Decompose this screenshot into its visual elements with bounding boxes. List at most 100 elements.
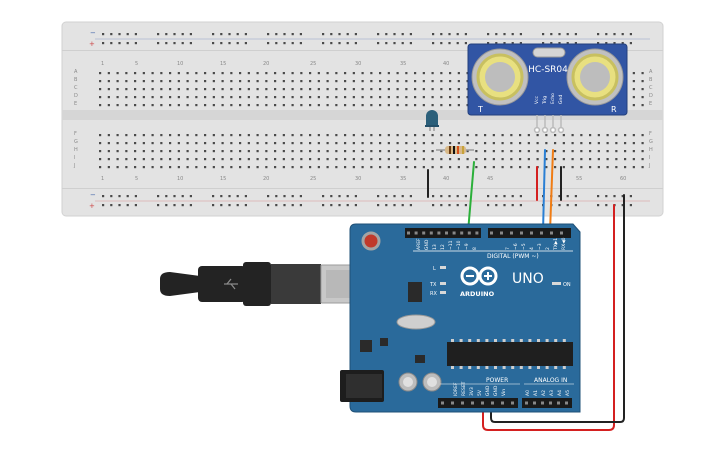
breadboard-hole [247,158,250,161]
breadboard-hole [317,142,320,145]
breadboard-hole [169,166,172,169]
breadboard-hole [361,158,364,161]
breadboard-hole [186,158,189,161]
header-pin [490,231,493,235]
breadboard-hole [256,142,259,145]
breadboard-hole [422,72,425,75]
breadboard-hole [309,150,312,153]
breadboard-hole [134,158,137,161]
breadboard-hole [300,80,303,83]
breadboard-hole [300,166,303,169]
chip-pin [537,366,540,369]
wire-red-power[interactable] [482,204,615,431]
breadboard-hole [484,158,487,161]
breadboard-hole [464,33,467,36]
header-pin-label: 8 [472,247,478,250]
breadboard-hole [615,150,618,153]
reset-button-icon[interactable] [361,231,381,251]
breadboard-hole [169,72,172,75]
breadboard-hole [510,134,513,137]
breadboard-hole [554,150,557,153]
breadboard-hole [247,96,250,99]
breadboard-hole [335,134,338,137]
breadboard-hole [440,134,443,137]
breadboard-hole [107,96,110,99]
breadboard-hole [558,33,561,36]
header-pin [533,401,536,405]
breadboard-hole [519,204,522,207]
breadboard-hole [448,42,451,45]
breadboard-hole [422,134,425,137]
wire-orange[interactable] [549,149,554,233]
breadboard-hole [107,88,110,91]
breadboard-hole [300,150,303,153]
row-letter: A [649,69,653,75]
header-pin [511,401,514,405]
breadboard-hole [99,142,102,145]
breadboard-hole [299,33,302,36]
breadboard-hole [475,142,478,145]
led-icon[interactable] [425,110,439,131]
breadboard-hole [487,33,490,36]
breadboard-hole [440,142,443,145]
resistor-icon[interactable] [436,146,474,154]
breadboard-hole [550,33,553,36]
breadboard-hole [335,88,338,91]
breadboard-hole [405,80,408,83]
breadboard-hole [326,134,329,137]
breadboard-hole [282,166,285,169]
breadboard-hole [396,158,399,161]
breadboard-hole [204,88,207,91]
column-number: 35 [400,61,406,67]
breadboard-hole [181,204,184,207]
breadboard-hole [414,88,417,91]
breadboard-hole [204,150,207,153]
wires [427,149,625,431]
breadboard-hole [519,142,522,145]
header-pin-label: TX▶1 [553,238,559,251]
header-pin [557,401,560,405]
chip-pin [511,339,515,342]
breadboard-hole [282,134,285,137]
wire-black-ground[interactable] [490,194,625,423]
breadboard-hole [267,195,270,198]
breadboard-hole [632,104,635,107]
wire-green[interactable] [467,161,475,233]
analog-pin-label: A5 [565,390,571,396]
breadboard-hole [169,80,172,83]
breadboard-hole [456,195,459,198]
breadboard-hole [370,166,373,169]
breadboard-hole [177,96,180,99]
breadboard-hole [641,158,644,161]
breadboard-hole [589,134,592,137]
breadboard-hole [501,158,504,161]
breadboard-hole [605,33,608,36]
breadboard-hole [239,134,242,137]
breadboard-hole [393,33,396,36]
breadboard-hole [456,42,459,45]
breadboard-hole [387,72,390,75]
breadboard-hole [125,150,128,153]
header-holes [407,231,568,405]
breadboard-hole [536,150,539,153]
breadboard-hole [335,158,338,161]
breadboard-hole [352,96,355,99]
breadboard-hole [387,88,390,91]
breadboard-hole [244,33,247,36]
breadboard-hole [605,195,608,198]
breadboard-hole [542,33,545,36]
arduino-uno-board[interactable]: UNO ARDUINO DIGITAL (PWM ~) POWER ANALOG… [340,223,581,413]
breadboard-hole [160,72,163,75]
breadboard-hole [536,158,539,161]
breadboard-hole [475,158,478,161]
breadboard-hole [422,166,425,169]
wire-blue[interactable] [542,149,546,233]
breadboard-hole [186,166,189,169]
ultrasonic-sensor[interactable]: HC-SR04 T R Vcc Trig Echo Gnd [467,43,628,134]
breadboard-hole [589,158,592,161]
breadboard-hole [597,166,600,169]
breadboard-hole [550,42,553,45]
breadboard-hole [116,134,119,137]
header-pin-label: RX◀0 [561,237,567,250]
breadboard-hole [282,150,285,153]
